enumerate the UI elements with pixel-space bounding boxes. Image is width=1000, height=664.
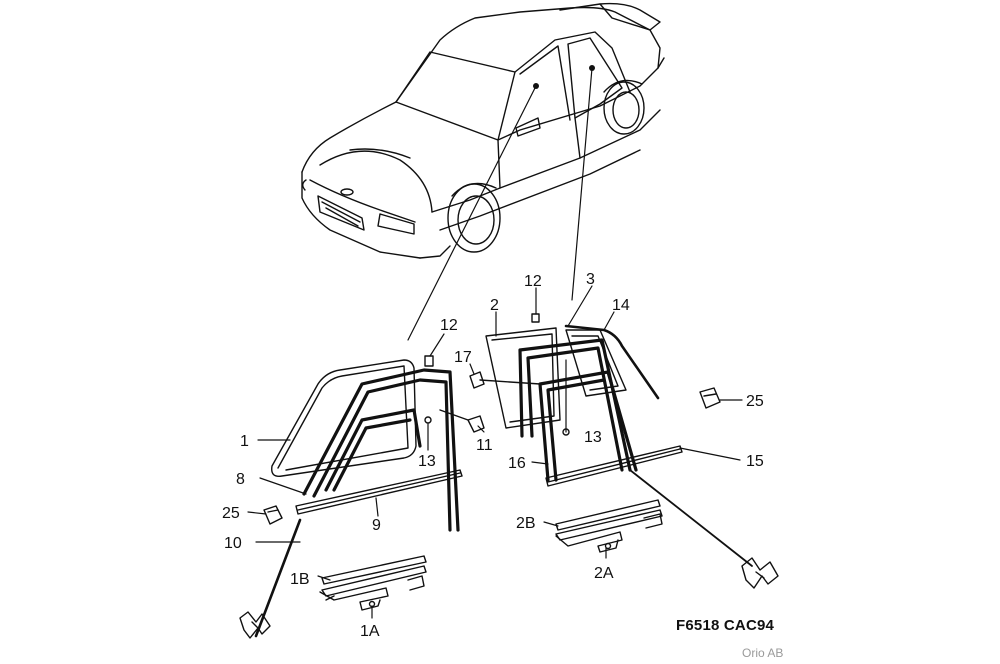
callout-25-left: 25 (222, 505, 240, 522)
callout-1: 1 (240, 433, 249, 450)
callout-15: 15 (746, 453, 764, 470)
callout-17: 17 (454, 349, 472, 366)
part-25-right (699, 387, 721, 409)
rail-2B (555, 499, 663, 541)
front-weatherstrip-9 (295, 469, 463, 515)
part-17 (469, 371, 541, 389)
callout-12-right: 12 (524, 273, 542, 290)
roller-hardware-left (239, 611, 271, 639)
diagram-reference-code: F6518 CAC94 (676, 617, 775, 634)
callout-10: 10 (224, 535, 242, 552)
callout-8: 8 (236, 471, 245, 488)
regulator-2A (555, 513, 663, 553)
callout-12-left: 12 (440, 317, 458, 334)
rear-inner-run (538, 370, 638, 482)
clip-12-left (424, 355, 434, 367)
front-door-glass-1 (271, 359, 417, 477)
callout-11: 11 (476, 437, 493, 454)
copyright-credit: Orio AB (742, 646, 784, 660)
callout-3: 3 (586, 271, 595, 288)
callout-14: 14 (612, 297, 630, 314)
rear-weatherstrip-15 (545, 445, 683, 487)
part-25-left (263, 505, 283, 525)
callout-2A: 2A (594, 565, 614, 582)
clip-12-right (531, 313, 540, 323)
front-door-channel-8 (302, 368, 460, 532)
front-door-inner-run (324, 408, 422, 492)
callout-2B: 2B (516, 515, 536, 532)
callout-13-left: 13 (418, 453, 436, 470)
callout-1B: 1B (290, 571, 310, 588)
callout-labels: 1 8 25 10 9 12 13 11 1B 1A 2 12 3 14 17 … (222, 271, 764, 640)
callout-1A: 1A (360, 623, 380, 640)
roller-hardware-right (741, 557, 779, 589)
callout-leader-lines (247, 285, 743, 619)
bracket-11 (439, 409, 485, 433)
callout-9: 9 (372, 517, 381, 534)
callout-13-right: 13 (584, 429, 602, 446)
car-leader-lines (407, 67, 593, 341)
callout-16: 16 (508, 455, 526, 472)
callout-25-right: 25 (746, 393, 764, 410)
callout-2: 2 (490, 297, 499, 314)
car-illustration (301, 2, 665, 259)
